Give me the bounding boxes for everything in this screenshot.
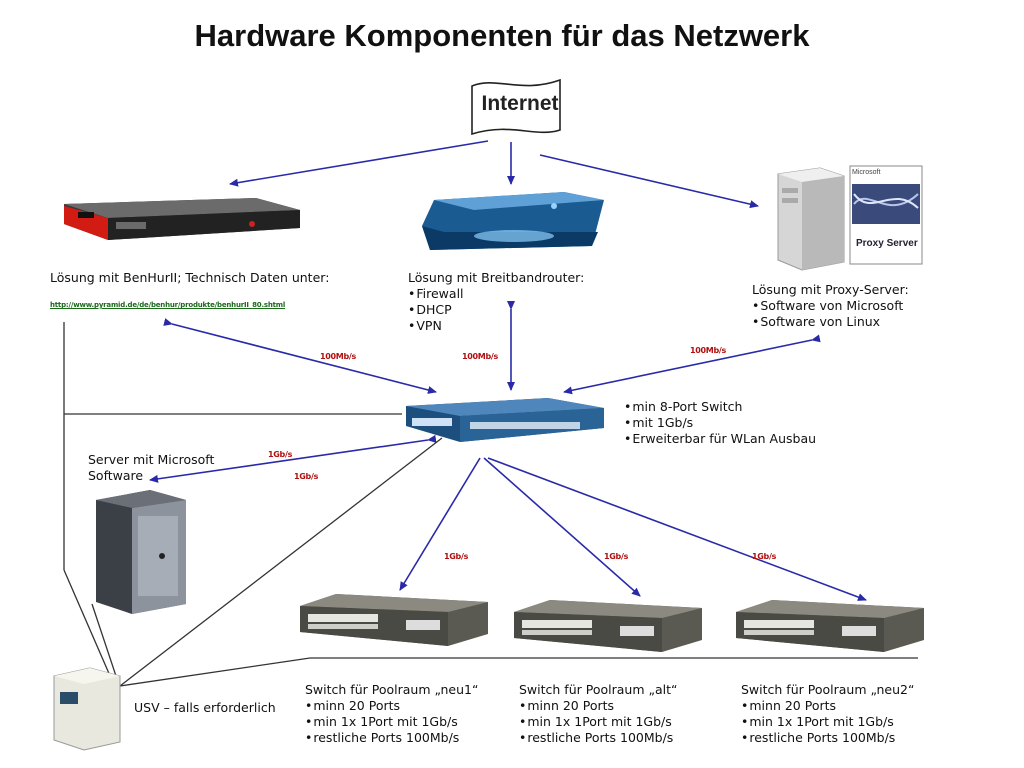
arrow-internet-benhur bbox=[229, 140, 489, 187]
arrow-internet-proxy bbox=[539, 154, 759, 209]
speed-label-proxy: 100Mb/s bbox=[690, 346, 726, 355]
pool-switch-info: Switch für Poolraum „neu2“ minn 20 Ports… bbox=[741, 682, 914, 746]
benhur-link[interactable]: http://www.pyramid.de/de/benhur/produkte… bbox=[50, 301, 286, 309]
speed-label-server-b: 1Gb/s bbox=[294, 472, 319, 481]
line-server-ups bbox=[91, 603, 119, 683]
proxy-caption: Lösung mit Proxy-Server: bbox=[752, 282, 909, 297]
pool-switch-caption: Switch für Poolraum „alt“ bbox=[519, 682, 678, 697]
pool-switch-item: restliche Ports 100Mb/s bbox=[305, 730, 478, 746]
router-info: Lösung mit Breitbandrouter: Firewall DHC… bbox=[408, 270, 584, 334]
benhur-caption: Lösung mit BenHurII; Technisch Daten unt… bbox=[50, 270, 330, 285]
benhur-appliance-icon bbox=[64, 198, 300, 240]
speed-label-pool1: 1Gb/s bbox=[444, 552, 469, 561]
ups-icon bbox=[53, 667, 121, 751]
proxy-info: Lösung mit Proxy-Server: Software von Mi… bbox=[752, 282, 909, 330]
router-item: Firewall bbox=[408, 286, 584, 302]
pool-switch-item: min 1x 1Port mit 1Gb/s bbox=[741, 714, 914, 730]
router-item: DHCP bbox=[408, 302, 584, 318]
line-ups-pool bbox=[119, 657, 311, 687]
line-left-ups bbox=[63, 569, 115, 686]
proxy-item: Software von Microsoft bbox=[752, 298, 909, 314]
arrow-benhur-switch bbox=[163, 318, 437, 394]
proxy-software-box-icon bbox=[849, 165, 923, 265]
pool-switch-item: restliche Ports 100Mb/s bbox=[741, 730, 914, 746]
pool-switch-caption: Switch für Poolraum „neu2“ bbox=[741, 682, 915, 697]
router-icon bbox=[422, 192, 604, 250]
line-switch-ups bbox=[119, 437, 443, 687]
pool-switch-item: minn 20 Ports bbox=[305, 698, 478, 714]
proxy-server-tower-icon bbox=[777, 167, 845, 271]
pool-switch-info: Switch für Poolraum „alt“ minn 20 Ports … bbox=[519, 682, 677, 746]
router-caption: Lösung mit Breitbandrouter: bbox=[408, 270, 585, 285]
pool-switch-caption: Switch für Poolraum „neu1“ bbox=[305, 682, 479, 697]
server-caption-line2: Software bbox=[88, 468, 144, 483]
pool-switch-item: min 1x 1Port mit 1Gb/s bbox=[305, 714, 478, 730]
router-item: VPN bbox=[408, 318, 584, 334]
arrow-switch-server bbox=[149, 434, 437, 483]
speed-label-benhur: 100Mb/s bbox=[320, 352, 356, 361]
core-switch-info: min 8-Port Switch mit 1Gb/s Erweiterbar … bbox=[624, 399, 816, 447]
server-tower-icon bbox=[96, 490, 186, 614]
page-title: Hardware Komponenten für das Netzwerk bbox=[194, 18, 810, 53]
proxy-box-label: Proxy Server bbox=[856, 238, 918, 249]
internet-cloud-icon bbox=[471, 78, 561, 136]
speed-label-pool2: 1Gb/s bbox=[604, 552, 629, 561]
pool-switch-item: restliche Ports 100Mb/s bbox=[519, 730, 677, 746]
server-caption-line1: Server mit Microsoft bbox=[88, 452, 215, 467]
pool-switch-item: minn 20 Ports bbox=[519, 698, 677, 714]
proxy-item: Software von Linux bbox=[752, 314, 909, 330]
pool-switch-icon bbox=[300, 594, 488, 646]
core-switch-item: Erweiterbar für WLan Ausbau bbox=[624, 431, 816, 447]
pool-switch-item: min 1x 1Port mit 1Gb/s bbox=[519, 714, 677, 730]
pool-switch-icon bbox=[514, 600, 702, 652]
speed-label-server-a: 1Gb/s bbox=[268, 450, 293, 459]
pool-switch-item: minn 20 Ports bbox=[741, 698, 914, 714]
server-caption: Server mit Microsoft Software bbox=[88, 452, 214, 484]
ups-caption: USV – falls erforderlich bbox=[134, 700, 276, 715]
arrow-proxy-switch bbox=[563, 334, 821, 395]
arrow-switch-pool3 bbox=[487, 457, 867, 601]
arrow-switch-pool1 bbox=[399, 457, 481, 591]
core-switch-item: mit 1Gb/s bbox=[624, 415, 816, 431]
pool-switch-icon bbox=[736, 600, 924, 652]
core-switch-icon bbox=[406, 398, 604, 442]
pool-switch-info: Switch für Poolraum „neu1“ minn 20 Ports… bbox=[305, 682, 478, 746]
proxy-box-brand: Microsoft bbox=[852, 169, 881, 176]
core-switch-item: min 8-Port Switch bbox=[624, 399, 816, 415]
speed-label-pool3: 1Gb/s bbox=[752, 552, 777, 561]
internet-label: Internet bbox=[481, 92, 559, 115]
speed-label-router: 100Mb/s bbox=[462, 352, 498, 361]
arrow-switch-pool2 bbox=[483, 457, 641, 597]
